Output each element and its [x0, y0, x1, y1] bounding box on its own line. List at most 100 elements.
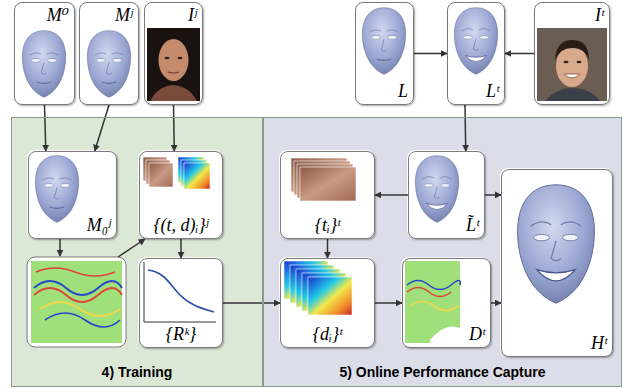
box-ground	[407, 150, 484, 238]
math-symbol: M₀ʲ	[87, 216, 111, 235]
detailed-mesh	[518, 185, 595, 303]
box-ground	[138, 257, 222, 347]
panel-title: 4) Training	[102, 365, 173, 380]
texture-tile	[149, 163, 173, 187]
flow-arrow	[118, 239, 145, 257]
plot-axes	[144, 262, 216, 322]
landmark-mesh	[362, 8, 405, 75]
image-box: Lᵗ	[447, 2, 505, 105]
box-ground	[14, 2, 75, 105]
image-box: Dᵗ	[402, 258, 491, 348]
flow-arrow	[505, 53, 534, 55]
flow-arrow	[491, 302, 501, 304]
flow-arrow	[414, 53, 447, 55]
photo-eye	[165, 57, 170, 59]
flow-arrow	[375, 302, 402, 304]
flow-arrow	[223, 302, 280, 304]
box-ground	[534, 2, 610, 105]
expression-mesh	[87, 31, 130, 98]
photo-face	[159, 39, 189, 81]
wave-band	[36, 268, 115, 276]
photo-eye	[577, 61, 582, 63]
box-ground	[279, 150, 374, 238]
photo-mouth	[168, 72, 179, 73]
math-symbol: {(t, d)ᵢ}ʲ	[153, 216, 208, 235]
image-box: {tᵢ}ᵗ	[280, 151, 375, 239]
math-symbol: Iᵗ	[595, 6, 604, 25]
tracked-mesh	[454, 8, 497, 75]
flow-arrow	[464, 105, 466, 151]
math-symbol: L̃ᵗ	[466, 216, 479, 235]
math-symbol: {Rᵏ}	[166, 325, 196, 344]
image-box: Iᵗ	[534, 2, 610, 105]
displacement-map	[405, 261, 460, 343]
displacement-box	[27, 257, 126, 347]
wave-band	[410, 302, 458, 311]
training-photo	[147, 28, 200, 101]
math-symbol: {dᵢ}ᵗ	[313, 325, 342, 344]
image-box: M⁰	[14, 2, 75, 105]
math-symbol: Hᵗ	[591, 334, 607, 353]
math-symbol: M⁰	[47, 6, 69, 25]
wave-band	[40, 302, 120, 316]
stage-panel: {tᵢ}ᵗ L̃ᵗHᵗ {dᵢ}ᵗ Dᵗ 5) Online Performance C…	[263, 117, 622, 387]
box-ground	[279, 257, 374, 347]
texture-tile	[300, 167, 356, 201]
image-box: {Rᵏ}	[139, 258, 223, 348]
error-curve	[148, 270, 214, 312]
photo-eye	[178, 57, 183, 59]
panel-title: 5) Online Performance Capture	[339, 365, 545, 380]
displacement-map	[31, 261, 122, 343]
photo-shoulders	[150, 85, 197, 101]
image-box: L	[355, 2, 414, 105]
warped-mesh	[35, 156, 78, 223]
math-symbol: Lᵗ	[486, 82, 499, 101]
box-ground	[138, 150, 222, 238]
displacement-tile	[184, 163, 210, 189]
math-symbol: {tᵢ}ᵗ	[315, 216, 340, 235]
photo-shirt	[545, 88, 600, 101]
flow-arrow	[375, 194, 408, 196]
math-symbol: Dᵗ	[469, 325, 485, 344]
box-ground	[401, 257, 490, 347]
capture-panel-ground	[263, 117, 622, 387]
image-box: L̃ᵗ	[408, 151, 485, 239]
photo-hair	[555, 40, 589, 60]
image-box: M₀ʲ	[28, 151, 117, 239]
image-box: {dᵢ}ᵗ	[280, 258, 375, 348]
box-ground	[355, 2, 414, 105]
flow-arrow	[327, 239, 329, 258]
flow-arrow	[173, 105, 175, 151]
image-box: Hᵗ	[501, 169, 613, 357]
flow-arrow	[59, 238, 61, 256]
math-symbol: L	[398, 82, 408, 101]
photo-smile	[564, 74, 580, 78]
flow-arrow	[180, 239, 182, 258]
box-ground	[144, 2, 203, 105]
upsampled-mesh	[415, 156, 458, 223]
box-ground	[79, 2, 139, 105]
box-ground	[447, 2, 505, 105]
image-box: Mʲ	[79, 2, 139, 105]
neutral-mesh	[22, 31, 65, 98]
flow-arrow	[45, 105, 46, 151]
capture-photo	[537, 28, 607, 101]
math-symbol: Mʲ	[115, 6, 133, 25]
wave-band	[34, 288, 122, 302]
image-box: Iʲ	[144, 2, 203, 105]
training-panel-ground	[11, 117, 263, 387]
map-cutout	[430, 327, 460, 344]
displacement-tile	[308, 277, 352, 315]
box-ground	[27, 150, 116, 238]
flow-arrow	[95, 105, 109, 151]
math-symbol: Iʲ	[188, 6, 197, 25]
flow-arrow	[485, 194, 501, 196]
photo-eye	[564, 61, 569, 63]
box-ground	[500, 168, 612, 356]
wave-band	[45, 313, 120, 327]
wave-band	[407, 288, 451, 297]
stage-panel: M₀ʲ {(t, d)ᵢ}ʲ {Rᵏ} 4) Training	[11, 117, 263, 387]
